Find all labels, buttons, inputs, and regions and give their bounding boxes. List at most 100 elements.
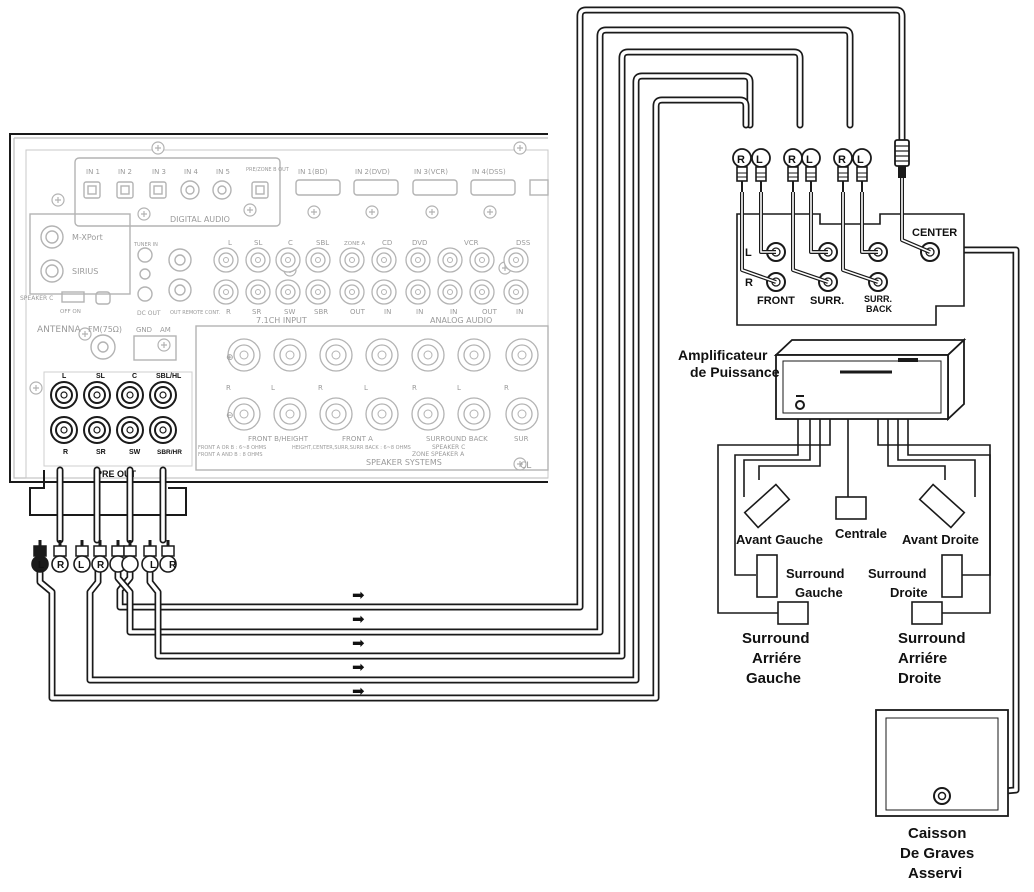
in71-top-label-4: SBL [316, 239, 329, 247]
spk-lbl-7: R [504, 384, 509, 392]
amp-plug-label-l1: L [756, 154, 763, 166]
speaker-terminal [273, 397, 307, 431]
analog-bottom-label-3: IN [416, 308, 423, 316]
amp-plug-label-r3: R [838, 154, 846, 166]
direction-arrows: ➡ ➡ ➡ ➡ ➡ [352, 587, 365, 700]
label-avant-droite: Avant Droite [902, 532, 979, 547]
mxport-label: M-XPort [72, 233, 103, 242]
rca-input-jack [339, 279, 365, 305]
preout-bottom-label-1: R [63, 449, 68, 456]
analog-bottom-label-5: OUT [482, 308, 498, 316]
power-amplifier [773, 337, 967, 422]
panel-screw [243, 203, 257, 217]
pre-out-jack [83, 381, 111, 409]
digital-input-labels: IN 1 IN 2 IN 3 IN 4 IN 5 PRE/ZONE B OUT [86, 167, 290, 176]
label-surround-gauche-1: Surround [786, 566, 845, 581]
preout-top-label-4: SBL/HL [156, 373, 182, 380]
preout-bottom-label-2: SR [96, 449, 106, 456]
analog-audio-label: ANALOG AUDIO [430, 316, 492, 325]
hdmi-in-2-label: IN 2(DVD) [355, 168, 390, 176]
label-arriere-droite-2: Arriére [898, 650, 947, 667]
rca-input-jack [213, 247, 239, 273]
digital-in-1-label: IN 1 [86, 168, 100, 176]
pre-out-jack [116, 381, 144, 409]
antenna-label: ANTENNA [37, 325, 82, 335]
analog-dss-label: DSS [516, 239, 531, 247]
speaker-terminal [505, 397, 539, 431]
pre-zone-out-label: PRE/ZONE B OUT [246, 167, 290, 173]
arrow-icon-1: ➡ [352, 587, 365, 604]
plug-label-l3: L [150, 560, 156, 571]
impedance-label-2: FRONT A AND B : 8 OHMS [198, 452, 263, 458]
receiver-rear-panel: IN 1 IN 2 IN 3 IN 4 IN 5 PRE/ZONE B OUT … [9, 133, 549, 483]
digital-in-5-label: IN 5 [216, 168, 230, 176]
subwoofer-label-3: Asservi [908, 865, 962, 882]
hdmi-in-4-label: IN 4(DSS) [472, 168, 506, 176]
amp-panel-center-label: CENTER [912, 227, 957, 239]
speaker-terminal [411, 397, 445, 431]
amp-plug-wires [740, 178, 931, 284]
amplifier-label-line-1: Amplificateur [678, 347, 768, 363]
amp-panel-front-label: FRONT [757, 295, 795, 307]
preout-top-label-1: L [62, 373, 67, 380]
rca-input-jack [503, 279, 529, 305]
panel-screw [78, 327, 92, 341]
subwoofer-input-jack [933, 787, 951, 805]
preout-bottom-label-4: SBR/HR [157, 449, 182, 456]
rca-input-jack [371, 247, 397, 273]
panel-screw [137, 207, 151, 221]
amp-rca-plug [852, 148, 872, 192]
speaker-c-switch-label: SPEAKER C [20, 295, 53, 302]
in71-top-label-1: L [228, 239, 232, 247]
amp-power-icon [795, 400, 805, 410]
label-surround-droite-2: Droite [890, 585, 928, 600]
digital-in-3-label: IN 3 [152, 168, 166, 176]
label-surround-droite-1: Surround [868, 566, 927, 581]
panel-screw [483, 205, 497, 219]
rca-input-jack [503, 247, 529, 273]
amp-plug-label-l2: L [806, 154, 813, 166]
analog-dvd-label: DVD [412, 239, 427, 247]
rca-cable [116, 6, 906, 611]
subwoofer-label-2: De Graves [900, 845, 974, 862]
amp-panel-surr-back-label-1: SURR. [864, 294, 892, 304]
pre-out-labels: L SL C SBL/HL R SR SW SBR/HR PRE OUT [62, 373, 182, 479]
gnd-label: GND [136, 326, 152, 334]
front-a-label: FRONT A [342, 435, 373, 443]
analog-zone-a-label: ZONE A [344, 241, 365, 247]
speaker-surround-droite [941, 554, 963, 598]
analog-bottom-label-1: OUT [350, 308, 366, 316]
amplifier-label-line-2: de Puissance [690, 364, 780, 380]
amp-rca-plug [801, 148, 821, 192]
speaker-terminal [319, 397, 353, 431]
label-arriere-gauche-1: Surround [742, 630, 810, 647]
arrow-icon-4: ➡ [352, 659, 365, 676]
speaker-terminal [365, 397, 399, 431]
spk-lbl-6: L [457, 384, 461, 392]
speaker-terminal [319, 338, 353, 372]
panel-screw [425, 205, 439, 219]
in71-bottom-label-1: R [226, 308, 231, 316]
plug-label-r1: R [57, 560, 65, 571]
arrow-icon-2: ➡ [352, 611, 365, 628]
panel-screw [365, 205, 379, 219]
surr-short-label: SUR [514, 435, 529, 443]
receiver-rca-plug [159, 540, 177, 573]
speaker-arriere-gauche [777, 601, 809, 625]
spk-lbl-2: L [271, 384, 275, 392]
minus-icon: ⊖ [226, 411, 234, 421]
spk-lbl-4: L [364, 384, 368, 392]
off-on-label: OFF ON [60, 309, 81, 315]
preout-bottom-label-3: SW [129, 449, 141, 456]
rca-input-jack [469, 279, 495, 305]
speaker-terminal [457, 338, 491, 372]
pre-out-jack [50, 416, 78, 444]
label-centrale: Centrale [835, 526, 887, 541]
panel-screw [151, 141, 165, 155]
speaker-wiring [717, 419, 991, 625]
analog-bottom-label-2: IN [384, 308, 391, 316]
panel-screw [51, 193, 65, 207]
speaker-terminal [365, 338, 399, 372]
rca-input-jacks [213, 247, 529, 305]
plus-icon: ⊕ [226, 353, 234, 363]
